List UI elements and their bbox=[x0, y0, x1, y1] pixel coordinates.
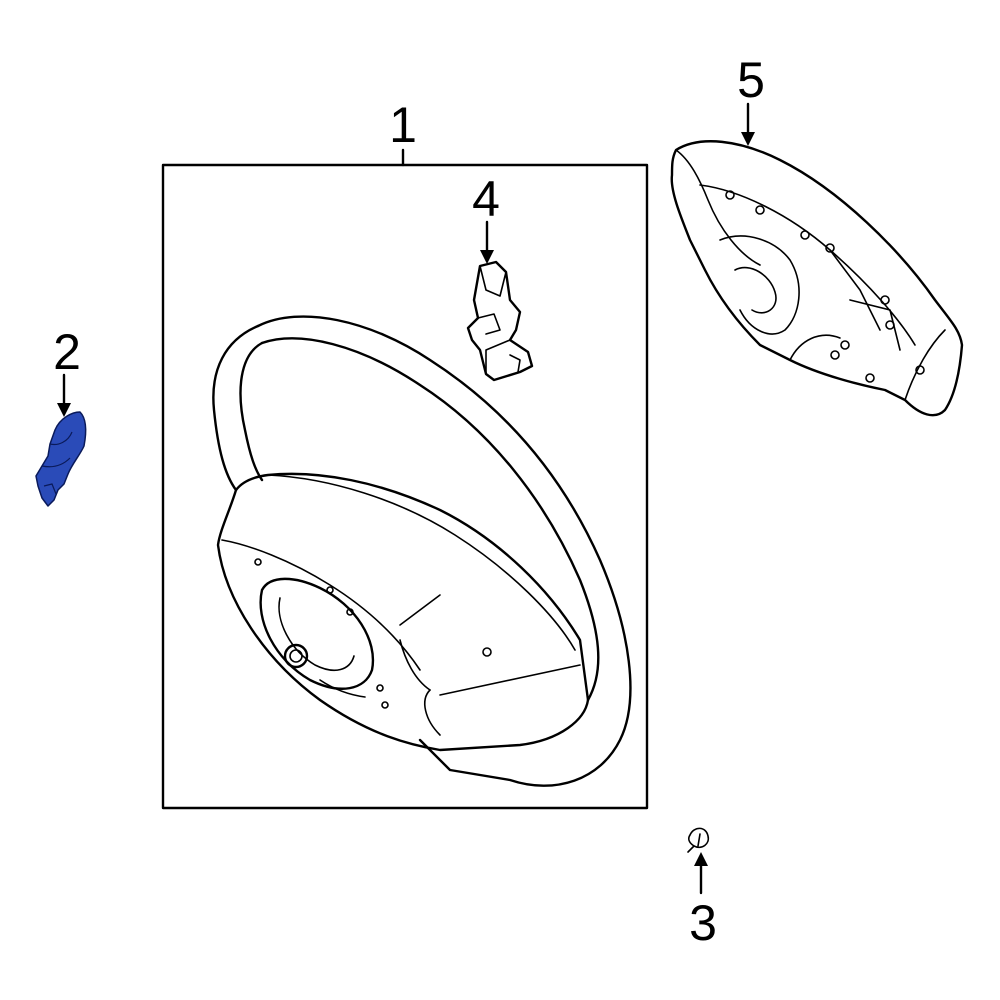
callout-1-label: 1 bbox=[389, 97, 417, 153]
callout-3-label: 3 bbox=[689, 895, 717, 951]
callout-3-arrowhead bbox=[694, 852, 708, 866]
callout-5-arrowhead bbox=[741, 132, 755, 146]
steering-wheel[interactable] bbox=[212, 315, 632, 787]
part-5-airbag-module[interactable] bbox=[670, 140, 964, 417]
callout-5-label: 5 bbox=[737, 52, 765, 108]
part-4-clip[interactable] bbox=[466, 260, 534, 382]
assembly-box bbox=[161, 163, 649, 810]
callout-4-arrowhead bbox=[480, 250, 494, 264]
callout-2-arrowhead bbox=[57, 403, 71, 417]
part-2-highlighted[interactable] bbox=[35, 411, 87, 507]
callout-4-label: 4 bbox=[472, 171, 500, 227]
callout-2-label: 2 bbox=[53, 324, 81, 380]
part-3-fastener[interactable] bbox=[687, 827, 710, 853]
